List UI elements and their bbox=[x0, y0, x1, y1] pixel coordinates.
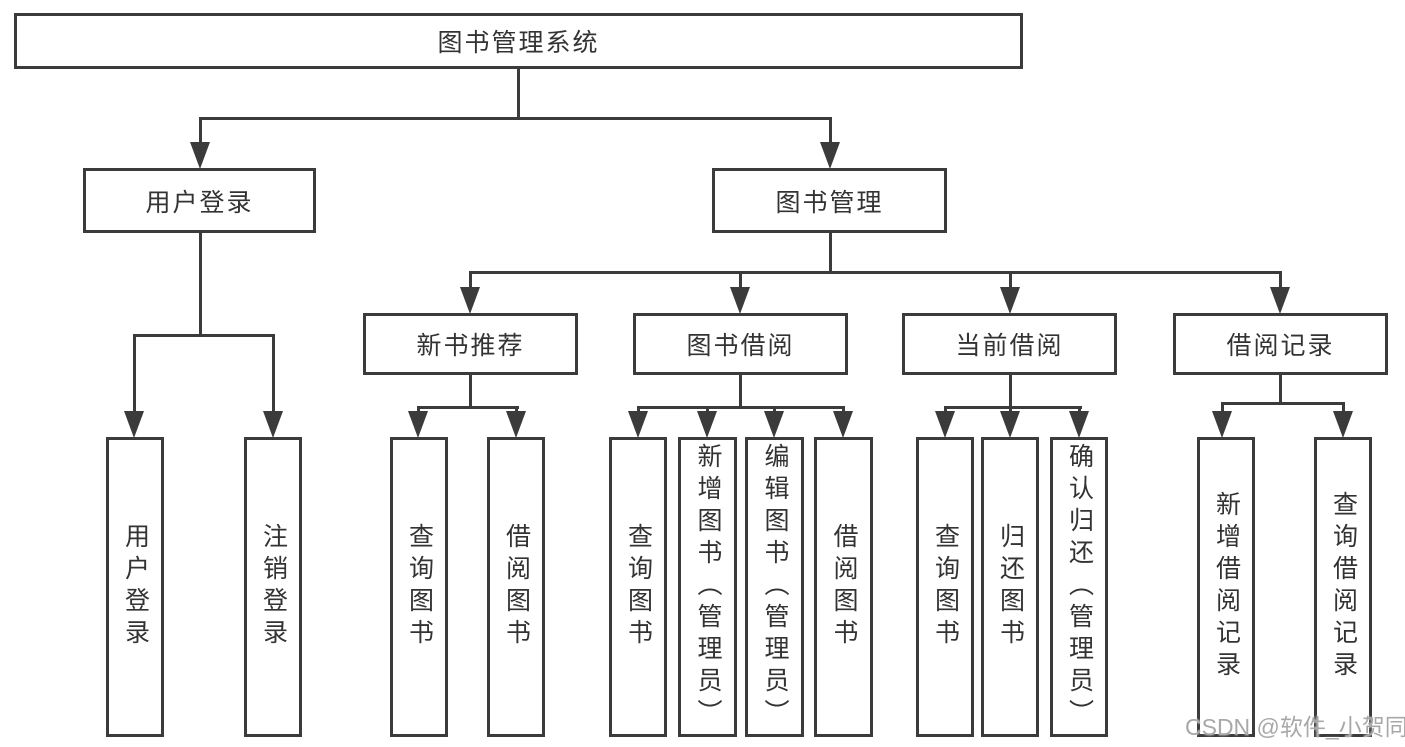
connector-line bbox=[1279, 271, 1282, 291]
node-book-borrow-label: 图书借阅 bbox=[686, 332, 795, 360]
node-new-book-recommend-label: 新书推荐 bbox=[416, 332, 525, 360]
connector-line bbox=[637, 406, 845, 409]
node-root: 图书管理系统 bbox=[14, 13, 1023, 69]
leaf-borrow-book-label: 借阅图书 bbox=[830, 523, 858, 651]
node-root-label: 图书管理系统 bbox=[437, 29, 600, 57]
arrow-down-icon bbox=[697, 411, 717, 438]
leaf-query-book-borrow: 查询图书 bbox=[609, 437, 667, 737]
leaf-confirm-return-admin-label: 确认归还（管理员） bbox=[1065, 443, 1094, 731]
arrow-down-icon bbox=[408, 411, 428, 438]
node-new-book-recommend: 新书推荐 bbox=[363, 313, 578, 375]
leaf-edit-book-admin-label: 编辑图书（管理员） bbox=[761, 443, 789, 731]
leaf-query-book-borrow-label: 查询图书 bbox=[624, 523, 653, 651]
arrow-down-icon bbox=[506, 411, 526, 438]
arrow-down-icon bbox=[935, 411, 955, 438]
connector-line bbox=[469, 372, 472, 408]
leaf-user-login: 用户登录 bbox=[106, 437, 164, 737]
leaf-query-book-current: 查询图书 bbox=[916, 437, 974, 737]
node-user-login: 用户登录 bbox=[83, 168, 316, 233]
connector-line bbox=[829, 230, 832, 274]
arrow-down-icon bbox=[124, 411, 144, 438]
connector-line bbox=[1279, 372, 1282, 405]
leaf-borrow-book-recommend-label: 借阅图书 bbox=[502, 523, 531, 651]
arrow-down-icon bbox=[833, 411, 853, 438]
leaf-edit-book-admin: 编辑图书（管理员） bbox=[745, 437, 804, 737]
arrow-down-icon bbox=[730, 287, 750, 314]
connector-line bbox=[739, 271, 742, 291]
connector-line bbox=[199, 117, 832, 120]
connector-line bbox=[1009, 372, 1012, 409]
arrow-down-icon bbox=[1000, 411, 1020, 438]
connector-line bbox=[1009, 271, 1012, 291]
node-current-borrow: 当前借阅 bbox=[902, 313, 1117, 375]
leaf-add-borrow-record-label: 新增借阅记录 bbox=[1212, 491, 1241, 683]
arrow-down-icon bbox=[1069, 411, 1089, 438]
arrow-down-icon bbox=[1212, 411, 1232, 438]
node-book-management-label: 图书管理 bbox=[775, 188, 884, 217]
connector-line bbox=[944, 406, 1082, 409]
leaf-return-book-label: 归还图书 bbox=[996, 523, 1025, 651]
arrow-down-icon bbox=[820, 142, 840, 169]
leaf-query-book-current-label: 查询图书 bbox=[931, 523, 960, 651]
connector-line bbox=[272, 334, 275, 414]
leaf-add-book-admin-label: 新增图书（管理员） bbox=[694, 443, 722, 731]
leaf-user-login-label: 用户登录 bbox=[121, 523, 150, 651]
node-borrow-record-label: 借阅记录 bbox=[1226, 332, 1335, 360]
node-book-management: 图书管理 bbox=[712, 168, 947, 233]
connector-line bbox=[133, 334, 275, 337]
leaf-logout: 注销登录 bbox=[244, 437, 302, 737]
connector-line bbox=[1342, 402, 1345, 416]
leaf-logout-label: 注销登录 bbox=[259, 523, 288, 651]
connector-line bbox=[1221, 402, 1224, 416]
connector-line bbox=[739, 372, 742, 408]
connector-line bbox=[469, 271, 1282, 274]
node-borrow-record: 借阅记录 bbox=[1173, 313, 1388, 375]
arrow-down-icon bbox=[190, 142, 210, 169]
connector-line bbox=[517, 66, 520, 120]
arrow-down-icon bbox=[263, 411, 283, 438]
connector-line bbox=[417, 406, 519, 409]
arrow-down-icon bbox=[460, 287, 480, 314]
leaf-add-book-admin: 新增图书（管理员） bbox=[678, 437, 737, 737]
leaf-query-book-recommend-label: 查询图书 bbox=[405, 523, 434, 651]
connector-line bbox=[469, 271, 472, 291]
leaf-query-borrow-record: 查询借阅记录 bbox=[1314, 437, 1372, 737]
connector-line bbox=[199, 230, 202, 336]
leaf-add-borrow-record: 新增借阅记录 bbox=[1197, 437, 1255, 737]
leaf-return-book: 归还图书 bbox=[981, 437, 1039, 737]
connector-line bbox=[1221, 402, 1345, 405]
leaf-query-book-recommend: 查询图书 bbox=[390, 437, 448, 737]
arrow-down-icon bbox=[1000, 287, 1020, 314]
leaf-query-borrow-record-label: 查询借阅记录 bbox=[1329, 491, 1358, 683]
arrow-down-icon bbox=[1270, 287, 1290, 314]
connector-line bbox=[133, 334, 136, 414]
arrow-down-icon bbox=[628, 411, 648, 438]
node-current-borrow-label: 当前借阅 bbox=[955, 332, 1064, 360]
node-user-login-label: 用户登录 bbox=[145, 188, 254, 217]
watermark: CSDN @软件_小贺同学 bbox=[1185, 714, 1405, 740]
leaf-confirm-return-admin: 确认归还（管理员） bbox=[1050, 437, 1108, 737]
connector-line bbox=[829, 117, 832, 145]
leaf-borrow-book: 借阅图书 bbox=[814, 437, 873, 737]
arrow-down-icon bbox=[764, 411, 784, 438]
leaf-borrow-book-recommend: 借阅图书 bbox=[487, 437, 545, 737]
arrow-down-icon bbox=[1333, 411, 1353, 438]
node-book-borrow: 图书借阅 bbox=[633, 313, 848, 375]
connector-line bbox=[199, 117, 202, 145]
